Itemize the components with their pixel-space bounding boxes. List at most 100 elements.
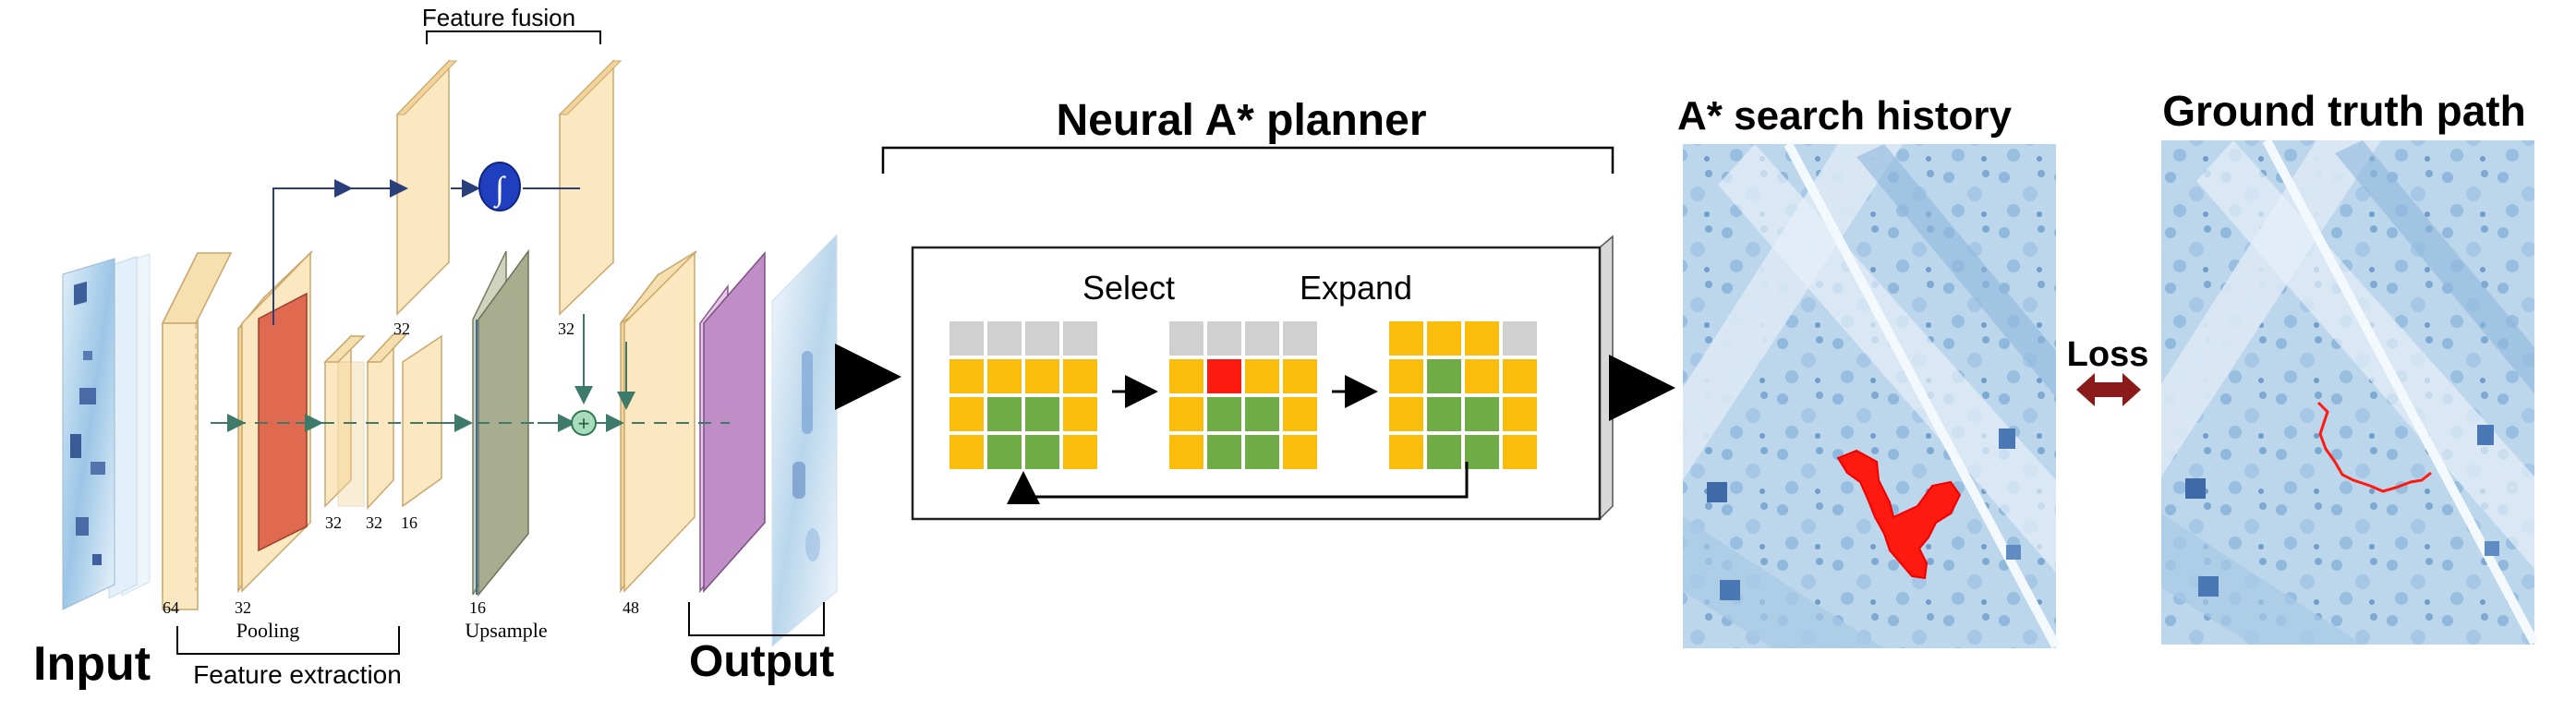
grid-cell xyxy=(1389,359,1423,393)
channel-label-64: 64 xyxy=(163,598,179,617)
grid-cell xyxy=(1169,321,1203,356)
grid-cell xyxy=(1245,321,1279,356)
grid-cell xyxy=(1283,359,1317,393)
grid-cell xyxy=(949,359,984,393)
output-image xyxy=(771,233,838,648)
integral-symbol: ∫ xyxy=(493,170,506,209)
small-slab-32b xyxy=(366,332,408,510)
input-image-stack xyxy=(62,253,151,610)
input-label: Input xyxy=(33,637,151,691)
grid-cell xyxy=(1207,397,1241,431)
upsample-label: Upsample xyxy=(465,619,547,642)
grid-cell xyxy=(1427,321,1461,356)
search-history-title: A* search history xyxy=(1677,93,2012,139)
channel-label-fusion-b: 32 xyxy=(558,320,574,338)
output-slab xyxy=(699,250,766,594)
planner-title: Neural A* planner xyxy=(1057,96,1427,145)
sum-node: + xyxy=(571,410,597,436)
grid-cell xyxy=(1465,435,1499,469)
ground-truth-panel: Ground truth path xyxy=(2161,87,2539,646)
search-history-panel: A* search history xyxy=(1677,93,2061,649)
loss-double-arrow xyxy=(2076,373,2141,406)
grid-cell xyxy=(1063,359,1097,393)
search-history-region xyxy=(1836,449,1962,580)
grid-cell xyxy=(1503,397,1537,431)
grid-cell xyxy=(1169,359,1203,393)
pooling-label: Pooling xyxy=(236,619,299,642)
grid-cell xyxy=(1207,359,1241,393)
ground-truth-title: Ground truth path xyxy=(2162,87,2525,135)
grid-cell xyxy=(1169,397,1203,431)
grid-cell xyxy=(1245,359,1279,393)
grid-cell xyxy=(1169,435,1203,469)
small-slab-16 xyxy=(402,334,442,508)
decoder-slab-48 xyxy=(620,250,697,594)
grid-cell xyxy=(1025,359,1059,393)
loss-label: Loss xyxy=(2067,335,2149,374)
grid-cell xyxy=(1283,435,1317,469)
grid-cell xyxy=(987,435,1022,469)
feature-fusion-label: Feature fusion xyxy=(422,4,575,31)
grid-initial xyxy=(949,321,1097,469)
grid-cell xyxy=(1465,321,1499,356)
plus-symbol: + xyxy=(578,412,590,435)
grid-cell xyxy=(1427,359,1461,393)
cnn-network: Feature fusion xyxy=(33,4,838,691)
grid-cell xyxy=(1389,435,1423,469)
integral-node: ∫ xyxy=(478,162,521,211)
grid-cell xyxy=(1389,321,1423,356)
grid-select xyxy=(1169,321,1317,469)
grid-cell xyxy=(949,435,984,469)
encoder-slab-64 xyxy=(161,252,233,610)
fusion-slab-b xyxy=(558,59,623,316)
select-label: Select xyxy=(1082,269,1175,307)
feature-extraction-bracket xyxy=(176,626,400,655)
grid-cell xyxy=(1503,435,1537,469)
grid-cell xyxy=(1427,397,1461,431)
channel-label-32-pool: 32 xyxy=(235,598,251,617)
planner-bracket xyxy=(881,146,1615,174)
loss-indicator: Loss xyxy=(2067,335,2149,406)
grid-cell xyxy=(1207,435,1241,469)
feedback-loop-arrow xyxy=(1007,462,1469,504)
ground-truth-map xyxy=(2161,138,2539,646)
fusion-slab-a xyxy=(395,59,458,316)
output-label: Output xyxy=(689,637,834,686)
grid-cell xyxy=(987,321,1022,356)
neural-astar-planner: Neural A* planner Select Expand xyxy=(881,96,1615,521)
channel-label-32a: 32 xyxy=(325,513,342,532)
expand-label: Expand xyxy=(1300,269,1412,307)
grid-cell xyxy=(1245,397,1279,431)
channel-label-32b: 32 xyxy=(366,513,382,532)
grid-cell xyxy=(949,397,984,431)
grid-cell xyxy=(1025,321,1059,356)
grid-cell xyxy=(1063,321,1097,356)
grid-cell xyxy=(949,321,984,356)
ground-truth-path-line xyxy=(2316,401,2432,493)
grid-cell xyxy=(1245,435,1279,469)
search-history-map xyxy=(1683,141,2061,649)
grid-expand xyxy=(1389,321,1537,469)
grid-cell xyxy=(1283,321,1317,356)
small-slab-32a xyxy=(323,334,366,508)
grid-cell xyxy=(1063,435,1097,469)
grid-cell xyxy=(1063,397,1097,431)
grid-cell xyxy=(1465,397,1499,431)
grid-cell xyxy=(1503,321,1537,356)
channel-label-48: 48 xyxy=(623,598,639,617)
grid-cell xyxy=(1283,397,1317,431)
grid-cell xyxy=(987,397,1022,431)
feature-fusion-bracket xyxy=(426,30,601,44)
channel-label-16-small: 16 xyxy=(401,513,417,532)
grid-cell xyxy=(1427,435,1461,469)
grid-cell xyxy=(1207,321,1241,356)
channel-label-16-up: 16 xyxy=(469,598,486,617)
grid-cell xyxy=(1025,435,1059,469)
feature-extraction-label: Feature extraction xyxy=(193,660,402,689)
grid-cell xyxy=(987,359,1022,393)
grid-cell xyxy=(1465,359,1499,393)
grid-cell xyxy=(1025,397,1059,431)
grid-cell xyxy=(1503,359,1537,393)
channel-label-fusion-a: 32 xyxy=(393,320,410,338)
